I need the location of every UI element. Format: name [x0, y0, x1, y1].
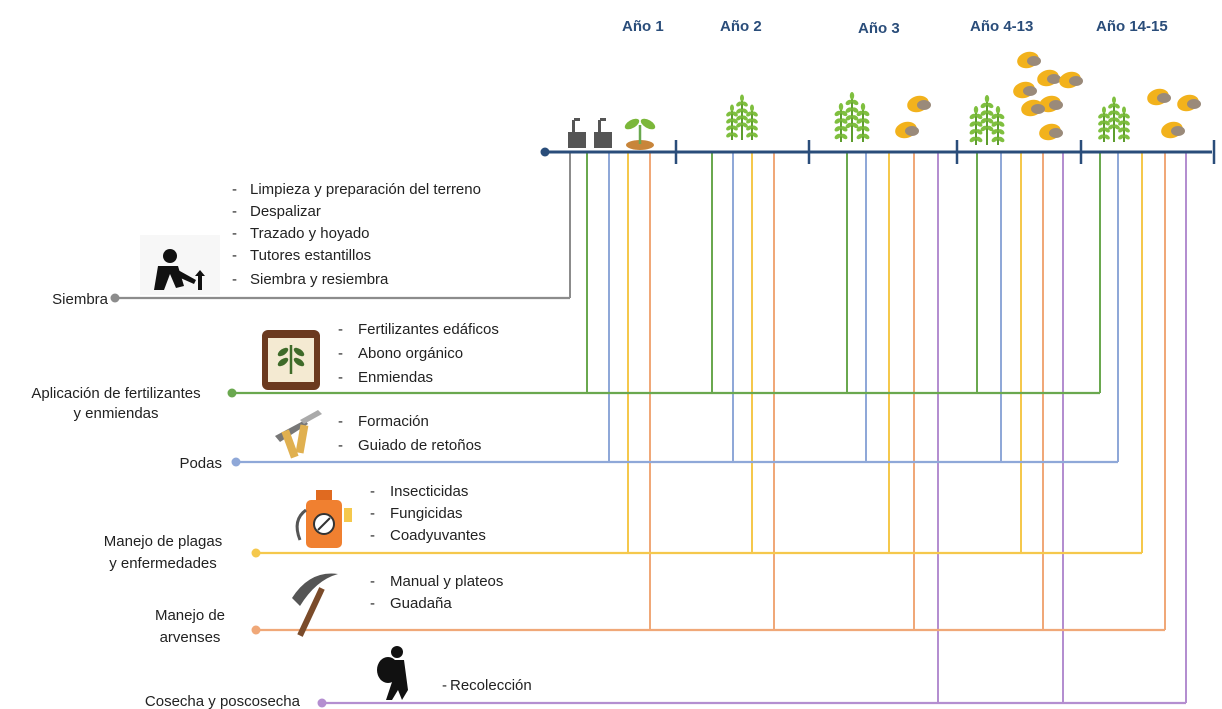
category-label-arvenses: Manejo de [155, 607, 225, 624]
activity-dash: - [370, 505, 375, 522]
activity-dash: - [232, 271, 237, 288]
activity-dash: - [232, 181, 237, 198]
dot-plagas [251, 548, 261, 558]
pickaxe-icon [292, 573, 338, 637]
pruning-shears-icon [275, 410, 322, 459]
activity-siembra-3: Tutores estantillos [250, 247, 371, 264]
activity-siembra-4: Siembra y resiembra [250, 271, 389, 288]
mature-plant-icon [1098, 96, 1130, 142]
cacao-pod-icon [1161, 121, 1185, 139]
category-label-plagas: y enfermedades [109, 555, 217, 572]
dot-podas [231, 457, 241, 467]
activity-siembra-0: Limpieza y preparación del terreno [250, 181, 481, 198]
cacao-pod-icon [1037, 69, 1061, 87]
cacao-pod-icon [1177, 94, 1201, 112]
category-label-cosecha: Cosecha y poscosecha [145, 693, 301, 709]
activity-arvenses-1: Guadaña [390, 595, 452, 612]
year-label-14-15: Año 14-15 [1096, 18, 1168, 35]
timeline-axis [540, 140, 1216, 164]
category-label-siembra: Siembra [52, 291, 109, 308]
activity-dash: - [370, 573, 375, 590]
activity-siembra-2: Trazado y hoyado [250, 225, 370, 242]
activity-podas-0: Formación [358, 413, 429, 430]
activity-dash: - [338, 369, 343, 386]
activity-dash: - [370, 595, 375, 612]
young-plant-icon [726, 94, 758, 140]
activity-siembra-1: Despalizar [250, 203, 321, 220]
activity-arvenses-0: Manual y plateos [390, 573, 503, 590]
activity-podas-1: Guiado de retoños [358, 437, 481, 454]
dot-cosecha [317, 698, 327, 708]
cacao-pod-icon [1021, 99, 1045, 117]
fertilizer-bag-icon [262, 330, 320, 390]
cacao-pod-icon [1059, 71, 1083, 89]
category-label-fertilizantes: y enmiendas [73, 405, 158, 422]
year-label-2: Año 2 [720, 18, 762, 35]
activity-dash: - [338, 345, 343, 362]
category-label-plagas: Manejo de plagas [104, 533, 222, 550]
sprout-icon [624, 118, 656, 150]
activity-cosecha-0: Recolección [450, 677, 532, 694]
category-label-podas: Podas [179, 455, 222, 472]
seedling-pots-icon [568, 118, 612, 148]
activity-plagas-2: Coadyuvantes [390, 527, 486, 544]
activity-dash: - [338, 437, 343, 454]
cacao-pod-icon [1017, 51, 1041, 69]
activity-dash: - [232, 225, 237, 242]
dot-fertilizantes [227, 388, 237, 398]
activity-fertilizantes-0: Fertilizantes edáficos [358, 321, 499, 338]
cacao-pod-icon [895, 121, 919, 139]
activity-fertilizantes-1: Abono orgánico [358, 345, 463, 362]
dot-siembra [110, 293, 120, 303]
activity-dash: - [338, 321, 343, 338]
activity-dash: - [370, 527, 375, 544]
activity-dash: - [338, 413, 343, 430]
cacao-pod-icon [1013, 81, 1037, 99]
productive-plant-icon [969, 94, 1005, 145]
activity-dash: - [442, 677, 447, 694]
year-label-4-13: Año 4-13 [970, 18, 1033, 35]
cacao-pod-icon [907, 95, 931, 113]
activity-dash: - [232, 247, 237, 264]
activity-plagas-0: Insecticidas [390, 483, 468, 500]
activity-fertilizantes-2: Enmiendas [358, 369, 433, 386]
category-label-fertilizantes: Aplicación de fertilizantes [31, 385, 200, 402]
sprayer-icon [295, 490, 352, 548]
activity-dash: - [232, 203, 237, 220]
activity-connectors [569, 152, 1187, 703]
activity-plagas-1: Fungicidas [390, 505, 463, 522]
cacao-pod-icon [1039, 123, 1063, 141]
category-label-arvenses: arvenses [160, 629, 221, 646]
year-label-1: Año 1 [622, 18, 664, 35]
harvester-icon [377, 646, 408, 700]
category-lines [110, 293, 1186, 708]
activity-dash: - [370, 483, 375, 500]
cacao-pod-icon [1147, 88, 1171, 106]
dot-arvenses [251, 625, 261, 635]
planting-person-icon [140, 235, 220, 295]
year-label-3: Año 3 [858, 20, 900, 37]
plant-with-fruit-icon [834, 91, 870, 142]
